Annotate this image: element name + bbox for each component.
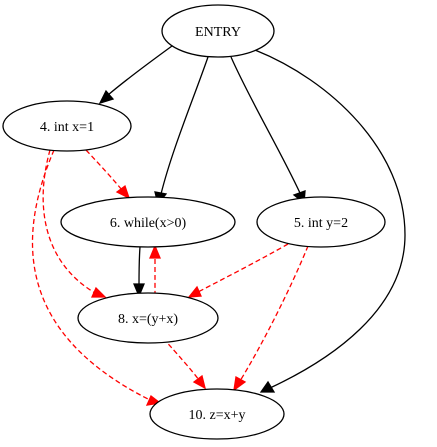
node-8-label: 8. x=(y+x) — [118, 312, 178, 327]
edge-entry-to-10 — [254, 49, 406, 393]
node-5: 5. int y=2 — [256, 196, 386, 248]
node-4: 4. int x=1 — [2, 100, 132, 152]
edge-4-to-10 — [31, 149, 162, 406]
node-5-label: 5. int y=2 — [294, 216, 348, 231]
node-8: 8. x=(y+x) — [77, 292, 219, 344]
edge-4-to-6 — [85, 149, 131, 200]
edge-8-to-6 — [149, 244, 161, 296]
node-entry-label: ENTRY — [195, 25, 241, 40]
edge-entry-to-6 — [154, 56, 209, 206]
edge-6-to-8 — [133, 246, 145, 298]
edge-4-to-8 — [42, 149, 107, 298]
node-10-label: 10. z=x+y — [188, 408, 245, 423]
edge-entry-to-4 — [98, 45, 173, 105]
edge-5-to-8 — [187, 243, 289, 298]
node-10: 10. z=x+y — [149, 388, 285, 440]
edge-5-to-10 — [233, 245, 309, 392]
node-entry: ENTRY — [161, 4, 275, 58]
edge-entry-to-5 — [230, 56, 306, 205]
node-6: 6. while(x>0) — [60, 196, 236, 248]
node-4-label: 4. int x=1 — [40, 120, 94, 135]
node-6-label: 6. while(x>0) — [110, 216, 187, 231]
edge-8-to-10 — [162, 337, 206, 390]
